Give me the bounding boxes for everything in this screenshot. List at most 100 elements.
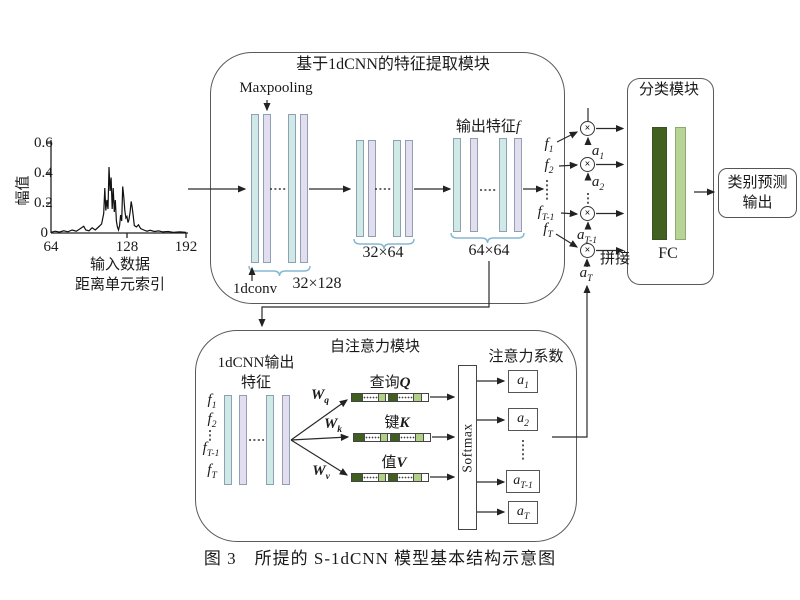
a2-box: a2	[508, 408, 538, 431]
a1-coeff-label: a1	[592, 143, 604, 163]
query-vector-bar	[351, 393, 429, 402]
attention-input-label-line1: 1dCNN输出	[217, 355, 295, 371]
vector-segment	[352, 474, 363, 481]
att-f2-label: f2	[207, 411, 217, 431]
pool-layer-bar	[405, 140, 413, 237]
attention-input-label-line2: 特征	[240, 375, 272, 391]
vector-segment	[424, 434, 430, 441]
multiply-icon: ×	[584, 159, 591, 170]
multiply-icon: ×	[584, 208, 591, 219]
x-axis-label-line2: 距离单元索引	[74, 277, 166, 293]
sub-Tm1: T-1	[206, 449, 220, 459]
vector-segment	[422, 474, 428, 481]
query-text: 查询	[369, 375, 400, 391]
group2-size-label: 32×64	[362, 244, 404, 261]
prediction-output-line2: 输出	[742, 195, 773, 211]
Wk-label: Wk	[324, 416, 342, 436]
vector-segment	[379, 394, 386, 401]
att-feature-bar	[266, 395, 274, 485]
f-sym: f	[544, 136, 549, 152]
output-feature-symbol: f	[515, 119, 521, 135]
fc-dark-bar	[652, 127, 667, 240]
x-axis-label-line1: 输入数据	[89, 257, 151, 273]
a1-box: a1	[508, 370, 538, 393]
vector-segment	[352, 394, 363, 401]
multiply-circle-1: ×	[580, 121, 595, 136]
value-text: 值	[381, 455, 397, 471]
pool-layer-bar	[514, 138, 522, 232]
Wq-label: Wq	[310, 387, 329, 407]
y-tick-0: 0	[40, 225, 49, 241]
att-fTm1-label: fT-1	[202, 440, 220, 460]
vector-segment	[363, 474, 379, 481]
vector-segment	[414, 474, 422, 481]
pool-layer-bar	[470, 138, 478, 232]
sub-T: T	[587, 274, 593, 284]
multiply-icon: ×	[584, 245, 591, 256]
W-sym: W	[310, 387, 325, 403]
y-axis-label: 幅值	[15, 175, 32, 206]
value-symbol: V	[396, 455, 407, 471]
y-tick-0.6: 0.6	[34, 135, 53, 151]
value-label: 值V	[381, 455, 407, 472]
attention-coeff-title: 注意力系数	[488, 349, 564, 365]
sub-T: T	[547, 230, 553, 240]
sub-Tm1: T-1	[541, 213, 555, 223]
y-tick-0.2: 0.2	[34, 195, 53, 211]
sub-1: 1	[211, 401, 217, 411]
key-symbol: K	[399, 415, 410, 431]
conv-layer-bar	[288, 114, 296, 263]
f2-label: f2	[545, 157, 554, 177]
softmax-box: Softmax	[458, 365, 477, 530]
aTm1-box: aT-1	[506, 470, 540, 493]
att-feature-bar	[224, 395, 232, 485]
vector-segment	[386, 474, 389, 481]
concat-label: 拼接	[599, 251, 631, 267]
att-fT-label: fT	[207, 462, 216, 482]
output-feature-text: 输出特征	[455, 119, 516, 135]
aTm1-box-label: aT-1	[513, 473, 533, 491]
a-sym: a	[591, 174, 600, 190]
sub-T: T	[523, 511, 530, 522]
classification-module	[627, 78, 714, 285]
f-sym: f	[207, 411, 212, 427]
sub-Tm1: T-1	[584, 236, 598, 246]
aTm1-coeff-label: aT-1	[577, 227, 598, 247]
W-sym: W	[312, 463, 326, 479]
key-vector-bar	[353, 433, 431, 442]
f1-label: f1	[544, 136, 554, 156]
Wv-label: Wv	[312, 463, 330, 483]
a2-box-label: a2	[517, 411, 529, 429]
f-sym: f	[202, 440, 207, 456]
a-sym: a	[513, 472, 521, 488]
aT-box-label: aT	[517, 504, 529, 522]
f-sym: f	[207, 462, 212, 478]
vector-segment	[363, 394, 379, 401]
conv-label: 1dconv	[232, 281, 278, 297]
sub-2: 2	[548, 166, 554, 176]
cnn-module-title: 基于1dCNN的特征提取模块	[296, 56, 490, 73]
query-label: 查询Q	[369, 375, 411, 392]
a-sym: a	[579, 265, 588, 281]
sub-1: 1	[524, 380, 529, 391]
pool-layer-bar	[368, 140, 376, 237]
fc-light-bar	[675, 127, 686, 240]
figure-caption: 图 3 所提的 S-1dCNN 模型基本结构示意图	[203, 549, 557, 568]
multiply-circle-3: ×	[580, 206, 595, 221]
sub-1: 1	[548, 145, 554, 155]
a1-box-label: a1	[517, 373, 529, 391]
f-sym: f	[537, 204, 542, 220]
vector-segment	[389, 394, 398, 401]
vector-segment	[379, 474, 386, 481]
multiply-circle-2: ×	[580, 157, 595, 172]
x-tick-128: 128	[115, 239, 139, 255]
sub-2: 2	[524, 418, 529, 429]
a-sym: a	[517, 410, 525, 426]
y-tick-0.4: 0.4	[34, 165, 53, 181]
att-feature-bar	[282, 395, 290, 485]
x-tick-192: 192	[174, 239, 198, 255]
output-feature-label: 输出特征f	[455, 119, 521, 136]
sub-2: 2	[211, 420, 217, 430]
attention-module-title: 自注意力模块	[329, 339, 421, 355]
amplitude-waveform	[50, 166, 187, 233]
